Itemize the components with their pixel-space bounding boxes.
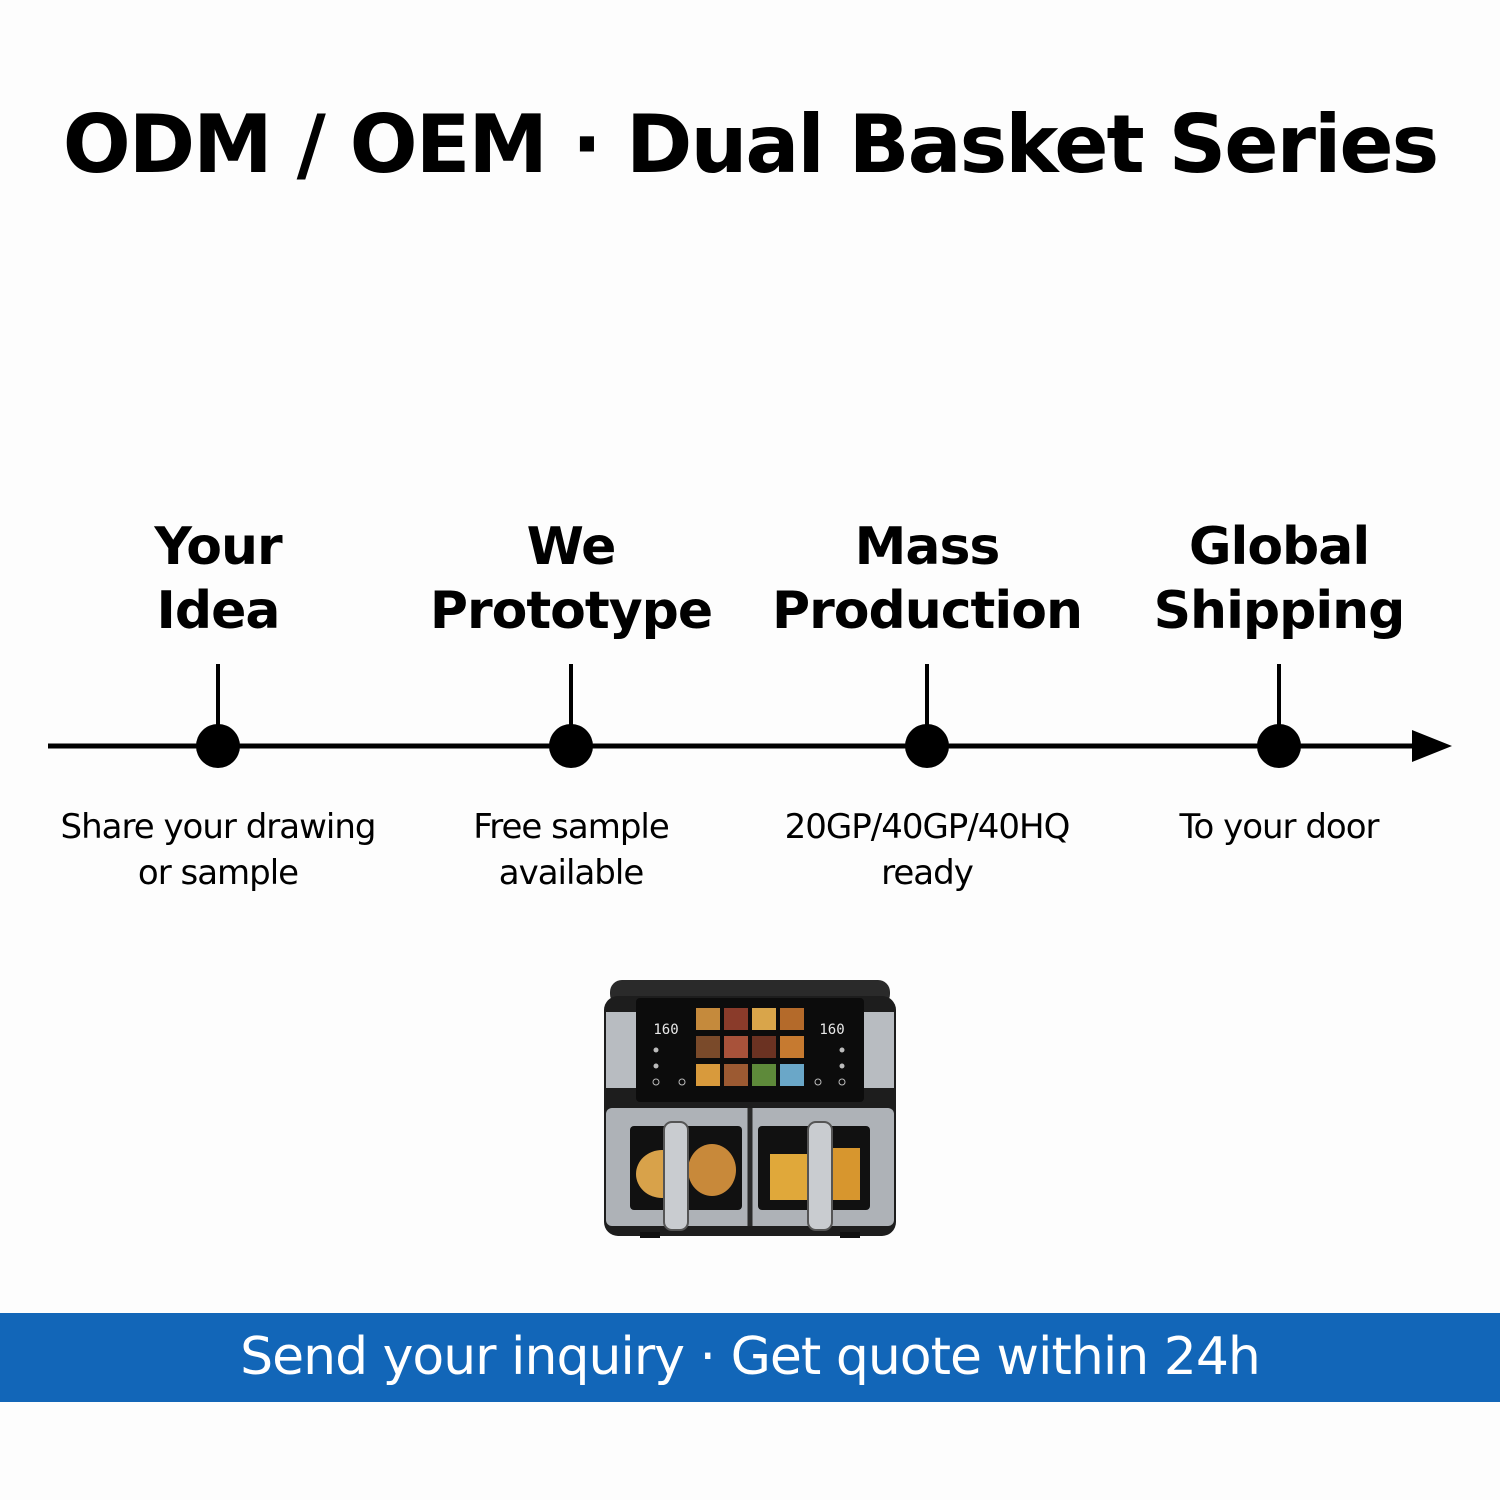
step-title-line: Shipping xyxy=(1153,581,1406,641)
page-title: ODM / OEM · Dual Basket Series xyxy=(62,98,1440,191)
step-title-line: We xyxy=(526,517,617,577)
step-desc-line: available xyxy=(498,853,644,893)
step-desc-line: Share your drawing xyxy=(60,807,377,847)
inquiry-banner[interactable]: Send your inquiry · Get quote within 24h xyxy=(0,1313,1500,1402)
timeline-node-4 xyxy=(1257,724,1301,768)
step-title-shipping: Global Shipping xyxy=(1099,515,1459,643)
step-title-line: Prototype xyxy=(429,581,713,641)
step-title-line: Production xyxy=(772,581,1083,641)
timeline-arrowhead xyxy=(1412,730,1452,762)
step-desc-shipping: To your door xyxy=(1089,804,1469,850)
timeline-node-1 xyxy=(196,724,240,768)
step-desc-prototype: Free sample available xyxy=(381,804,761,896)
step-desc-line: To your door xyxy=(1179,807,1379,847)
step-desc-line: or sample xyxy=(137,853,299,893)
right-display-readout: 160 xyxy=(819,1022,844,1038)
step-desc-line: ready xyxy=(881,853,974,893)
step-title-line: Global xyxy=(1188,517,1370,577)
timeline-node-3 xyxy=(905,724,949,768)
step-title-production: Mass Production xyxy=(747,515,1107,643)
step-desc-line: Free sample xyxy=(473,807,670,847)
step-title-prototype: We Prototype xyxy=(391,515,751,643)
left-display-readout: 160 xyxy=(653,1022,678,1038)
dual-basket-air-fryer-icon: 160 160 xyxy=(604,980,896,1238)
step-title-line: Mass xyxy=(854,517,1001,577)
step-desc-idea: Share your drawing or sample xyxy=(28,804,408,896)
step-title-line: Your xyxy=(154,517,282,577)
step-title-line: Idea xyxy=(156,581,281,641)
step-desc-production: 20GP/40GP/40HQ ready xyxy=(737,804,1117,896)
step-title-idea: Your Idea xyxy=(38,515,398,643)
timeline-node-2 xyxy=(549,724,593,768)
step-desc-line: 20GP/40GP/40HQ xyxy=(784,807,1071,847)
